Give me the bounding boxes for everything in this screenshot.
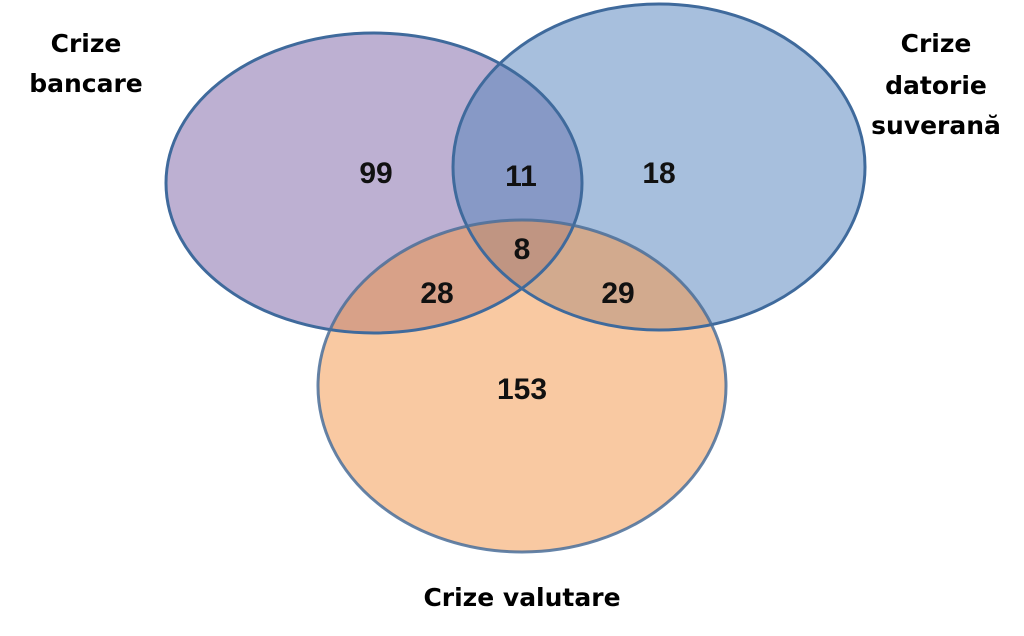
set-banking-outline bbox=[164, 31, 584, 335]
label-sovereign-line1: Crize bbox=[901, 29, 972, 58]
count-banking-currency: 28 bbox=[420, 277, 453, 310]
label-currency: Crize valutare bbox=[423, 583, 620, 612]
label-banking-line1: Crize bbox=[51, 29, 122, 58]
count-banking-only: 99 bbox=[359, 157, 392, 190]
region-banking-currency bbox=[318, 220, 582, 333]
count-all-three: 8 bbox=[514, 233, 531, 266]
count-banking-sovereign: 11 bbox=[505, 160, 537, 193]
label-banking-line2: bancare bbox=[29, 69, 143, 98]
set-currency-outline bbox=[316, 218, 728, 554]
count-currency-only: 153 bbox=[497, 373, 547, 406]
count-sovereign-only: 18 bbox=[642, 157, 675, 190]
label-sovereign-line3: suverană bbox=[871, 111, 1001, 140]
label-sovereign-line2: datorie bbox=[885, 71, 987, 100]
set-sovereign-outline bbox=[451, 2, 867, 332]
count-sovereign-currency: 29 bbox=[601, 277, 634, 310]
